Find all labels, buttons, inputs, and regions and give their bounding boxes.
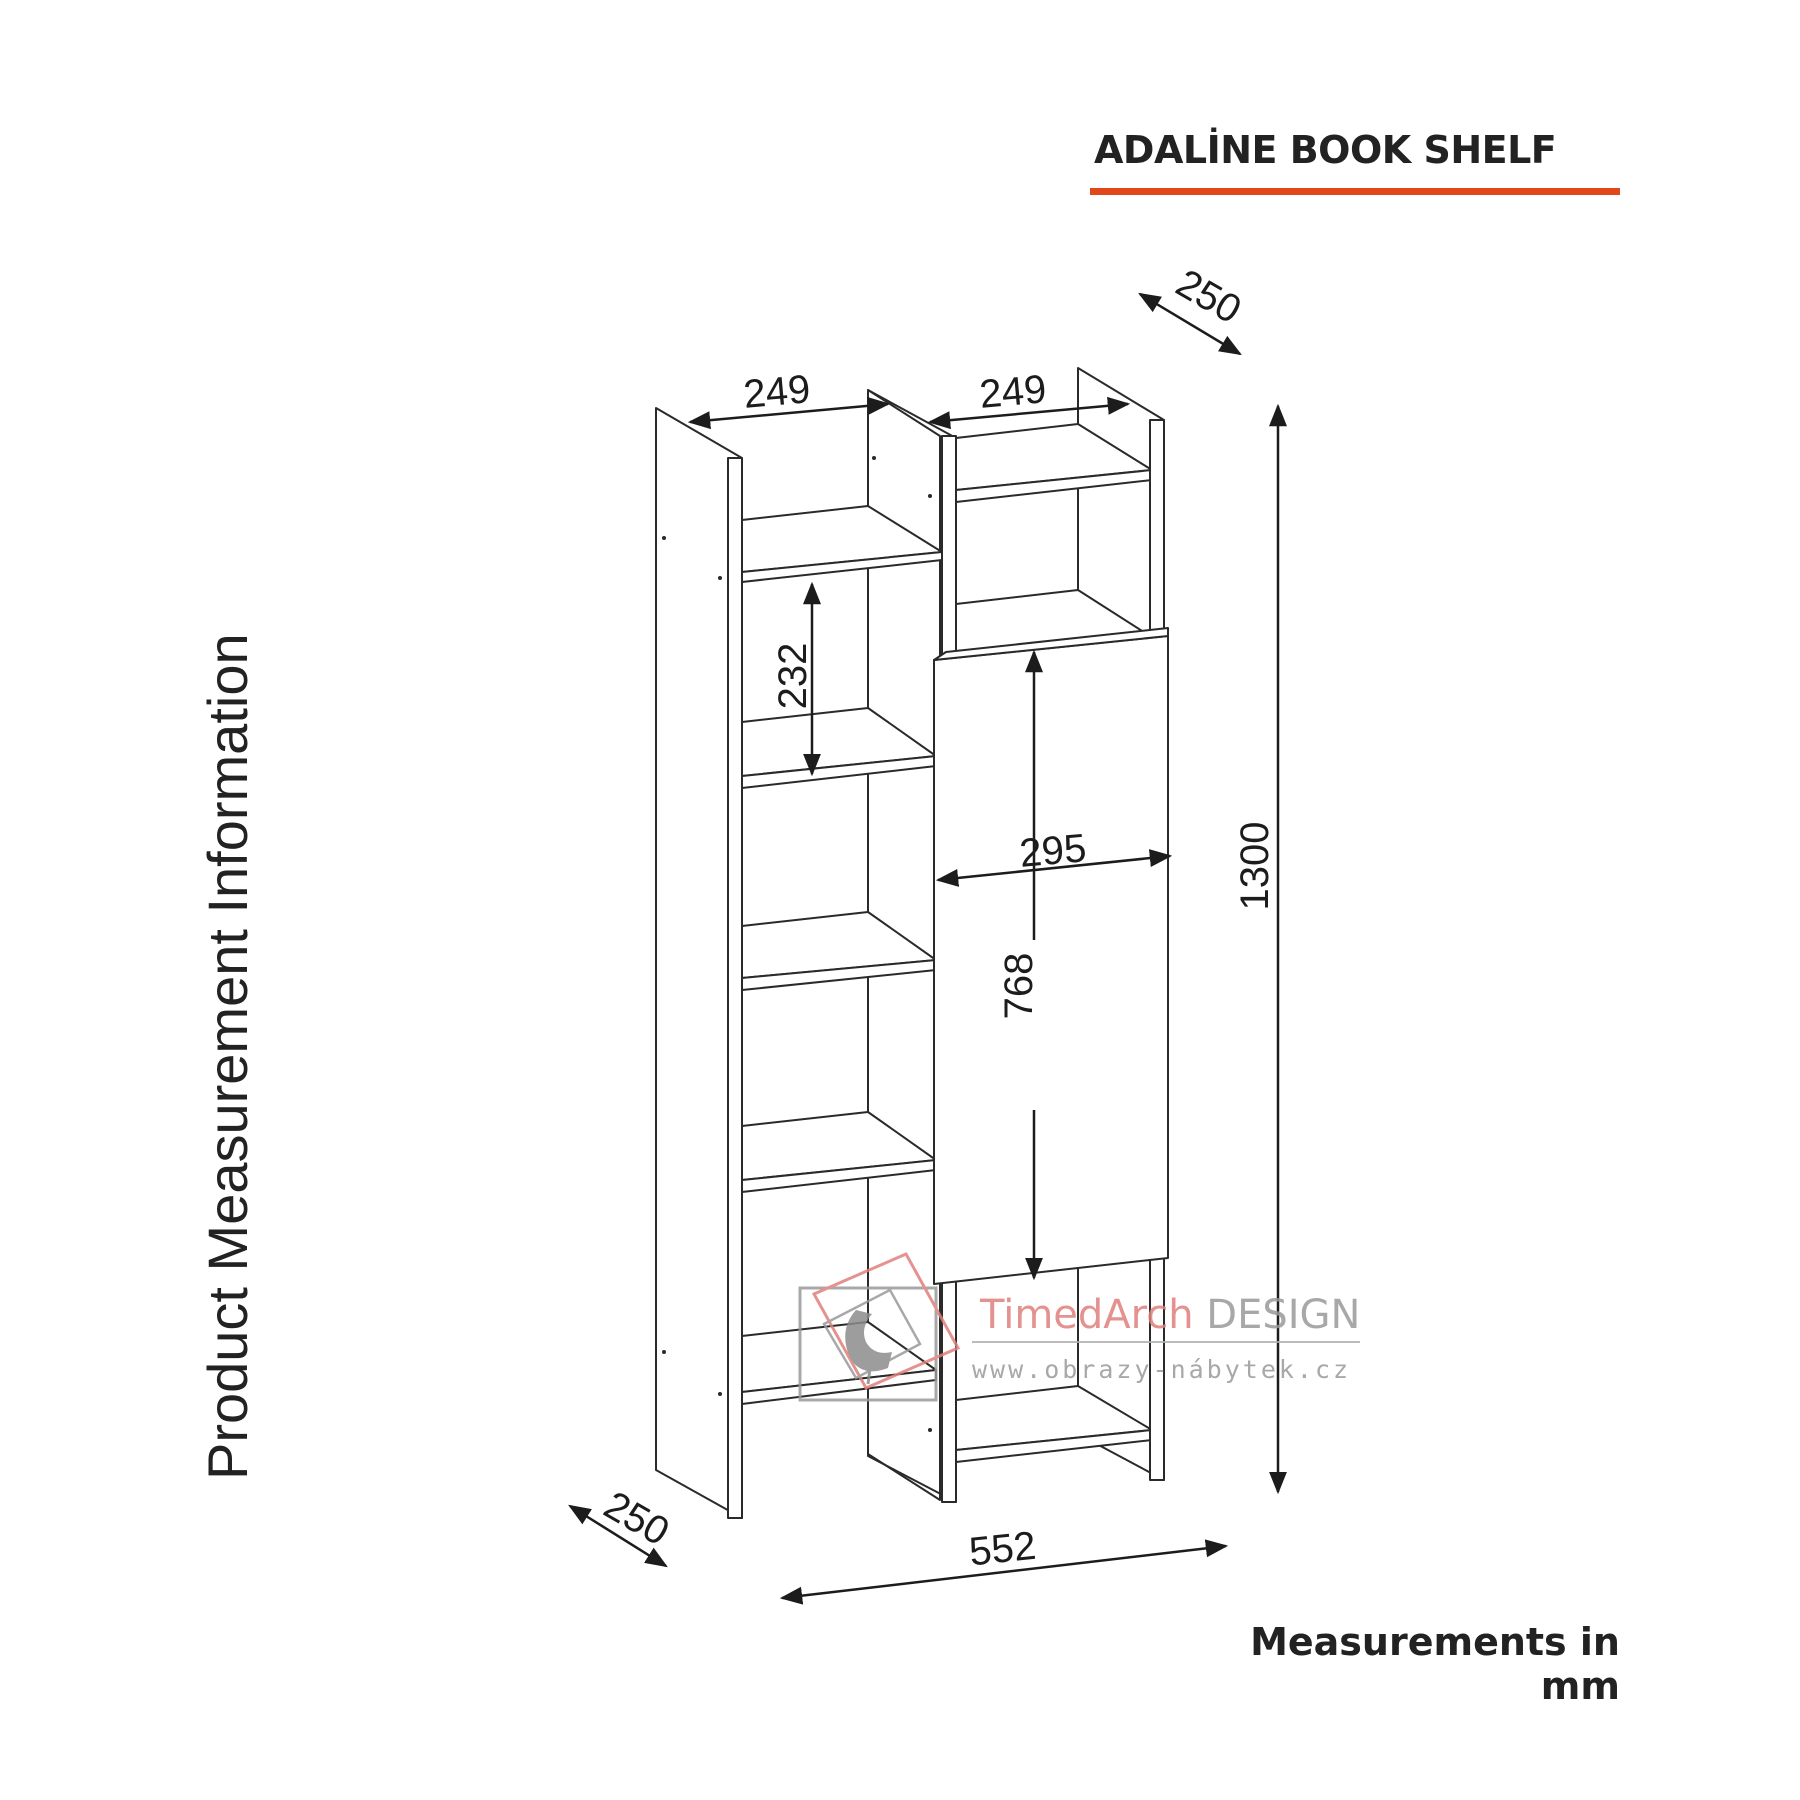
cabinet-door-edge: [933, 627, 1169, 661]
watermark: TimedArch DESIGN www.obrazy-nábytek.cz: [798, 1252, 1360, 1402]
label-height-total: 1300: [1233, 822, 1277, 911]
cabinet-door: [933, 635, 1169, 1285]
pin-holes: [662, 456, 932, 1432]
left-shelves: [741, 505, 943, 1405]
label-depth-bottom: 250: [597, 1483, 677, 1554]
width-left-arrow: [687, 396, 891, 430]
width-right-arrow: [927, 396, 1131, 430]
label-width-left: 249: [742, 367, 812, 417]
label-shelf-gap: 232: [771, 643, 815, 710]
depth-bottom-arrow: [568, 1504, 668, 1568]
dimension-lines: [568, 292, 1287, 1605]
label-width-total: 552: [967, 1524, 1038, 1575]
bookshelf-outline: [655, 367, 1169, 1519]
label-width-right: 249: [978, 367, 1048, 417]
door-width-arrow: [935, 849, 1173, 887]
watermark-logo: [798, 1252, 961, 1402]
label-door-width: 295: [1018, 826, 1088, 876]
label-depth-top: 250: [1169, 261, 1249, 332]
title-underline: [1090, 188, 1620, 195]
left-front-edge: [727, 457, 743, 1519]
units-note: Measurements in mm: [1250, 1620, 1620, 1708]
depth-top-arrow: [1138, 292, 1242, 356]
watermark-url: www.obrazy-nábytek.cz: [972, 1355, 1351, 1384]
width-total-arrow: [779, 1539, 1229, 1605]
watermark-brand: TimedArch DESIGN: [979, 1292, 1360, 1338]
watermark-brand-part1: TimedArch: [979, 1292, 1194, 1338]
product-title: ADALİNE BOOK SHELF: [1094, 128, 1557, 172]
label-door-height: 768: [997, 953, 1041, 1020]
watermark-brand-part2: DESIGN: [1194, 1292, 1361, 1338]
